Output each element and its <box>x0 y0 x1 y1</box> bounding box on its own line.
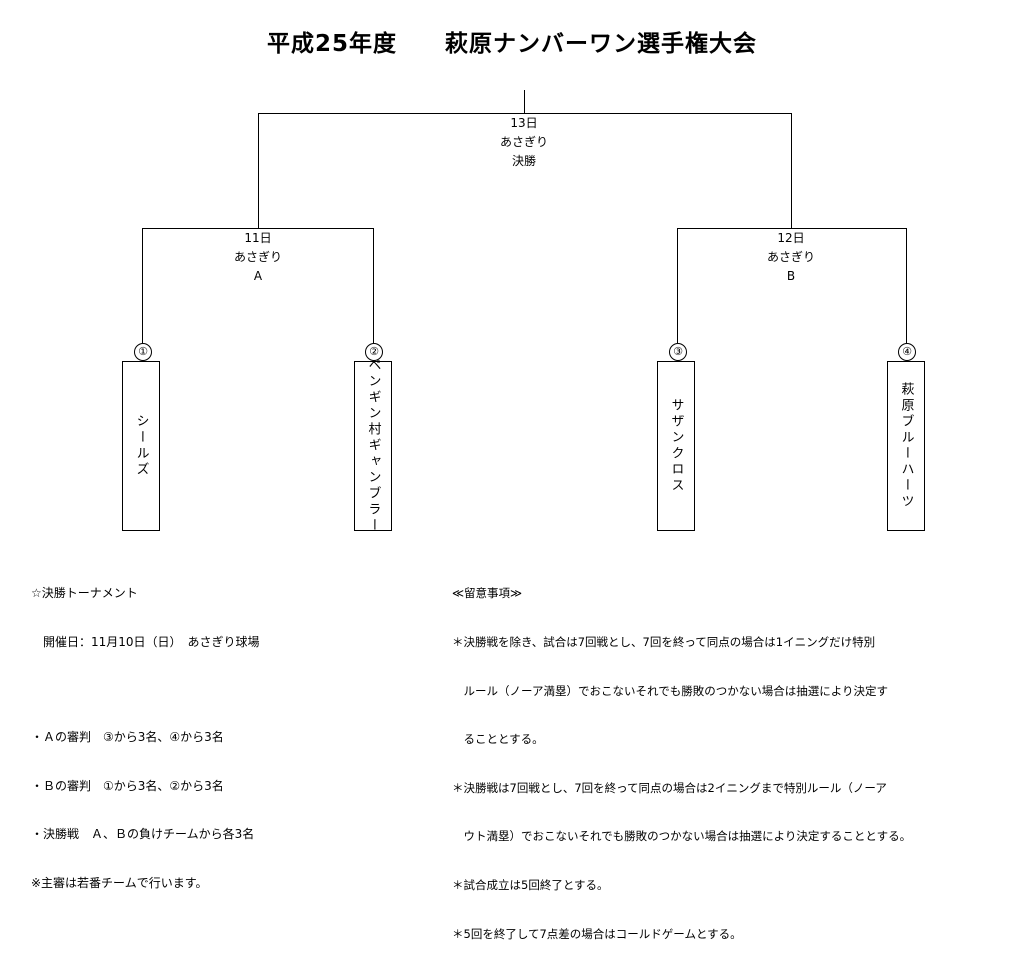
note-line: ウト満塁）でおこないそれでも勝敗のつかない場合は抽選により決定することとする。 <box>452 829 912 844</box>
team-name-4: 萩原ブルーハーツ <box>898 382 914 510</box>
note-line: ※主審は若番チームで行います。 <box>31 875 208 890</box>
note-line: ＊試合成立は5回終了とする。 <box>452 878 609 893</box>
note-line: ることとする。 <box>452 732 544 747</box>
semi-b-venue: あさぎり <box>766 250 815 264</box>
note-line <box>31 683 260 697</box>
note-line: 開催日：11月10日（日） あさぎり球場 <box>31 635 260 650</box>
semi-b-bracket-line <box>677 228 907 343</box>
note-line: ルール（ノーア満塁）でおこないそれでも勝敗のつかない場合は抽選により決定す <box>452 683 888 698</box>
bracket-lines <box>142 90 907 343</box>
page-title: 平成25年度 萩原ナンバーワン選手権大会 <box>266 31 757 57</box>
seed-1: ① <box>134 343 152 361</box>
note-line: ・Ｂの審判 ①から3名、②から3名 <box>31 778 224 793</box>
tournament-info: ☆決勝トーナメント 開催日：11月10日（日） あさぎり球場 ・Ａの審判 ③から… <box>31 553 260 907</box>
final-label: 13日 あさぎり 決勝 <box>474 114 574 171</box>
seed-4: ④ <box>898 343 916 361</box>
seed-2: ② <box>365 343 383 361</box>
note-line: ≪留意事項≫ <box>452 586 523 601</box>
seed-3: ③ <box>669 343 687 361</box>
note-line: ・Ａの審判 ③から3名、④から3名 <box>31 730 224 745</box>
semi-a-bracket-line <box>142 228 374 343</box>
team-box-4: 萩原ブルーハーツ <box>887 361 925 531</box>
semi-b-day: 12日 <box>777 231 805 245</box>
note-line: ☆決勝トーナメント <box>31 586 138 601</box>
note-line: ・決勝戦 Ａ、Ｂの負けチームから各3名 <box>31 827 255 842</box>
semi-b-label: 12日 あさぎり B <box>741 229 841 286</box>
semi-a-day: 11日 <box>244 231 272 245</box>
final-round: 決勝 <box>511 154 536 168</box>
semi-a-label: 11日 あさぎり A <box>208 229 308 286</box>
note-line: ＊決勝戦を除き、試合は7回戦とし、7回を終って同点の場合は1イニングだけ特別 <box>452 635 876 650</box>
note-line: ＊5回を終了して7点差の場合はコールドゲームとする。 <box>452 926 742 941</box>
team-box-3: サザンクロス <box>657 361 695 531</box>
rules-notes: ≪留意事項≫ ＊決勝戦を除き、試合は7回戦とし、7回を終って同点の場合は1イニン… <box>452 553 911 958</box>
team-box-1: シールズ <box>122 361 160 531</box>
semi-b-id: B <box>786 269 796 283</box>
semi-a-venue: あさぎり <box>233 250 282 264</box>
final-venue: あさぎり <box>499 135 548 149</box>
team-name-1: シールズ <box>133 414 149 478</box>
team-name-2: ペンギン村ギャンブラー <box>365 358 381 534</box>
final-day: 13日 <box>510 116 538 130</box>
team-name-3: サザンクロス <box>668 398 684 494</box>
note-line: ＊決勝戦は7回戦とし、7回を終って同点の場合は2イニングまで特別ルール（ノーア <box>452 780 887 795</box>
semi-a-id: A <box>253 269 263 283</box>
team-box-2: ペンギン村ギャンブラー <box>354 358 392 534</box>
